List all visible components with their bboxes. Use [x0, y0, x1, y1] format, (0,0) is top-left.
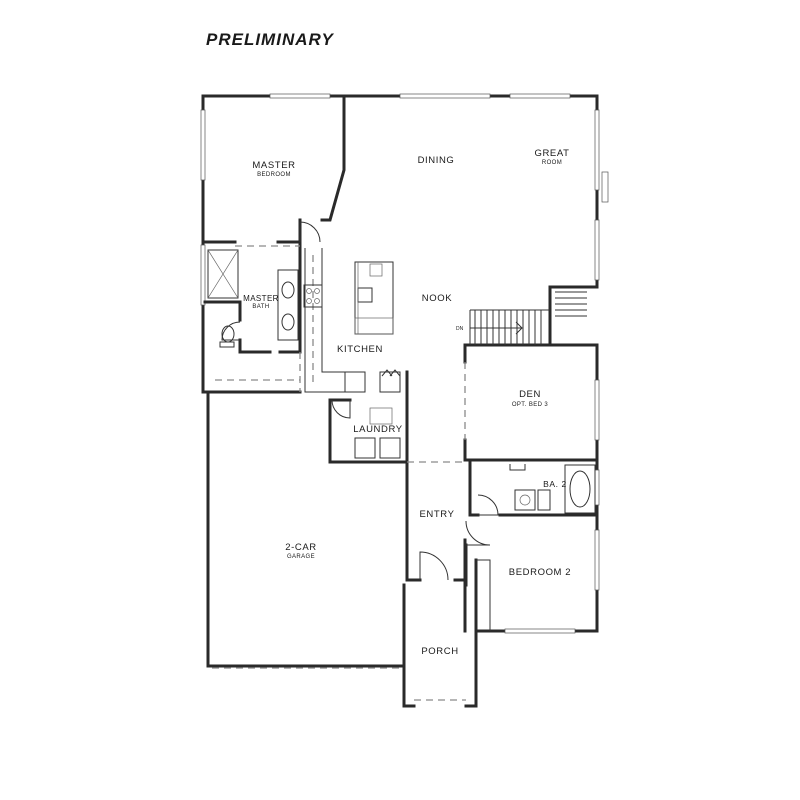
opening-lines [212, 245, 466, 701]
dining-label: DINING [418, 155, 455, 166]
laundry-fixtures [354, 407, 401, 459]
master-bath-label: MASTER [243, 294, 279, 303]
exterior-walls [201, 94, 599, 708]
bath2-fixtures [509, 464, 596, 514]
stairs-direction-label: DN [456, 326, 464, 332]
kitchen-label: KITCHEN [337, 344, 383, 355]
great-room-label: GREAT [534, 148, 569, 159]
master-bedroom-sublabel: BEDROOM [257, 172, 291, 178]
garage-label: 2-CAR [285, 542, 317, 553]
nook-label: NOOK [422, 293, 452, 304]
stairs [469, 291, 587, 345]
bath2-label: BA. 2 [543, 479, 567, 489]
bedroom2-label: BEDROOM 2 [509, 567, 571, 578]
garage-sublabel: GARAGE [287, 554, 315, 560]
great-room-sublabel: ROOM [542, 160, 562, 166]
plan-title: PRELIMINARY [206, 30, 334, 49]
porch-label: PORCH [421, 646, 458, 657]
laundry-label: LAUNDRY [353, 424, 402, 435]
kitchen-fixtures [303, 248, 401, 393]
master-bath-fixtures [207, 249, 299, 348]
den-label: DEN [519, 389, 541, 400]
master-bedroom-label: MASTER [252, 160, 295, 171]
den-sublabel: OPT. BED 3 [512, 402, 549, 408]
doors [221, 221, 499, 631]
entry-label: ENTRY [419, 509, 454, 520]
master-bath-sublabel: BATH [252, 304, 269, 310]
